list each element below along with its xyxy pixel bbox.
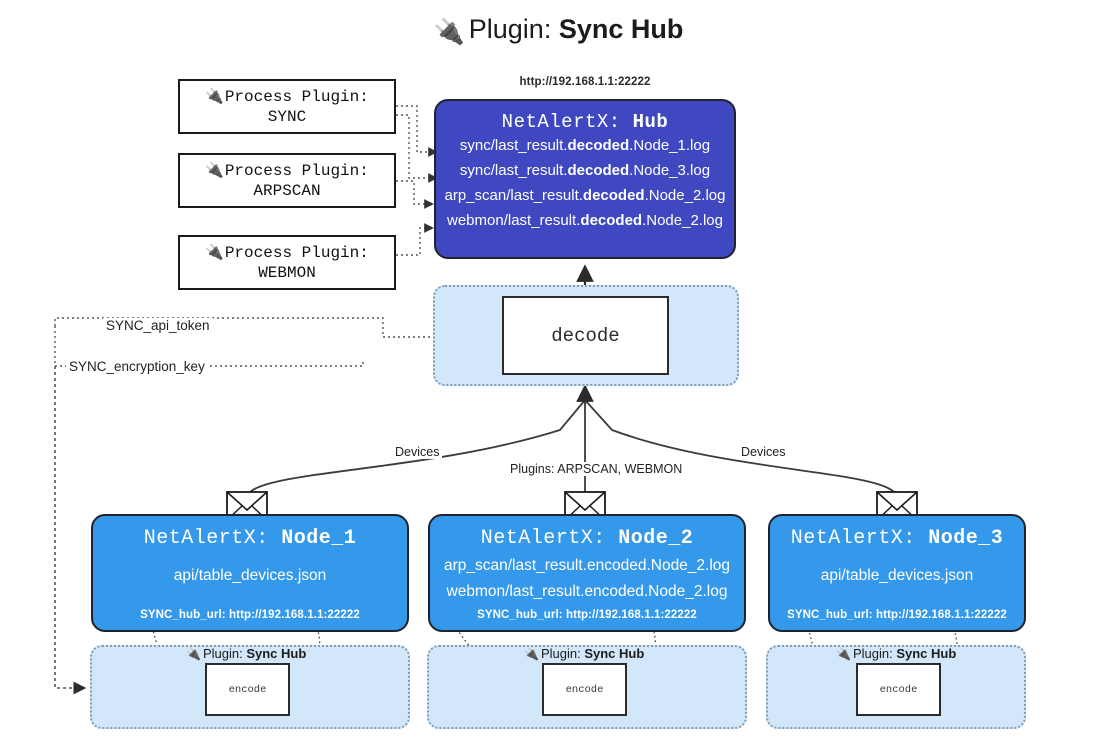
encode-box-node1[interactable]: encode xyxy=(205,663,290,716)
node-box-node3[interactable]: NetAlertX: Node_3 api/table_devices.json… xyxy=(768,514,1026,632)
plug-icon: 🔌 xyxy=(433,18,465,46)
node-log-line: arp_scan/last_result.encoded.Node_2.log xyxy=(443,557,731,574)
edge-label-devices-left: Devices xyxy=(392,445,443,459)
plug-icon: 🔌 xyxy=(205,86,224,105)
title-name: Sync Hub xyxy=(558,14,684,44)
plug-icon: 🔌 xyxy=(205,160,224,179)
hub-log-line: arp_scan/last_result.decoded.Node_2.log xyxy=(444,187,726,204)
node-title: NetAlertX: Node_1 xyxy=(143,527,357,550)
plug-icon: 🔌 xyxy=(205,242,224,261)
node-box-node2[interactable]: NetAlertX: Node_2 arp_scan/last_result.e… xyxy=(428,514,746,632)
edge-label-plugins: Plugins: ARPSCAN, WEBMON xyxy=(507,462,686,476)
edge-label-encryption-key: SYNC_encryption_key xyxy=(66,359,208,374)
hub-title-prefix: NetAlertX: xyxy=(501,111,621,133)
process-plugin-arpscan-box[interactable]: 🔌Process Plugin: ARPSCAN xyxy=(178,153,396,208)
hub-url-label: http://192.168.1.1:22222 xyxy=(519,76,651,88)
node-hub-url: SYNC_hub_url: http://192.168.1.1:22222 xyxy=(477,609,697,621)
edge-label-api-token: SYNC_api_token xyxy=(103,318,213,333)
decode-box[interactable]: decode xyxy=(502,296,669,375)
process-plugin-name: WEBMON xyxy=(258,263,316,282)
edge-sync-to-hub-2 xyxy=(396,114,438,183)
edge-sync-to-hub-1 xyxy=(396,105,438,157)
process-plugin-label: Process Plugin: xyxy=(224,87,369,106)
node-title: NetAlertX: Node_3 xyxy=(790,527,1004,550)
plugin-label-node2: 🔌Plugin: Sync Hub xyxy=(524,646,645,661)
encode-box-node3[interactable]: encode xyxy=(856,663,941,716)
node-log-line: api/table_devices.json xyxy=(820,567,974,584)
node-box-node1[interactable]: NetAlertX: Node_1 api/table_devices.json… xyxy=(91,514,409,632)
hub-log-line: sync/last_result.decoded.Node_3.log xyxy=(459,162,711,179)
process-plugin-sync-box[interactable]: 🔌Process Plugin: SYNC xyxy=(178,79,396,134)
node-hub-url: SYNC_hub_url: http://192.168.1.1:22222 xyxy=(787,609,1007,621)
edge-encryption-key-to-plugins xyxy=(54,366,87,695)
process-plugin-label: Process Plugin: xyxy=(224,161,369,180)
node-hub-url: SYNC_hub_url: http://192.168.1.1:22222 xyxy=(140,609,360,621)
node-log-line: webmon/last_result.encoded.Node_2.log xyxy=(446,583,728,600)
process-plugin-label: Process Plugin: xyxy=(224,243,369,262)
page-title: 🔌Plugin: Sync Hub xyxy=(0,14,1117,47)
hub-log-line: sync/last_result.decoded.Node_1.log xyxy=(459,137,711,154)
hub-box[interactable]: NetAlertX: Hub sync/last_result.decoded.… xyxy=(434,99,736,259)
title-prefix: Plugin: xyxy=(468,14,552,44)
process-plugin-name: SYNC xyxy=(267,107,307,126)
process-plugin-webmon-box[interactable]: 🔌Process Plugin: WEBMON xyxy=(178,235,396,290)
hub-title: NetAlertX: Hub xyxy=(436,111,734,133)
encode-box-node2[interactable]: encode xyxy=(542,663,627,716)
hub-title-name: Hub xyxy=(632,111,669,133)
edge-webmon-to-hub xyxy=(396,223,434,256)
edge-label-devices-right: Devices xyxy=(738,445,789,459)
plugin-label-node3: 🔌Plugin: Sync Hub xyxy=(836,646,957,661)
node-log-line: api/table_devices.json xyxy=(173,567,327,584)
process-plugin-name: ARPSCAN xyxy=(253,181,321,200)
edge-arpscan-to-hub xyxy=(396,180,434,209)
plug-icon: 🔌 xyxy=(186,647,201,661)
node-title: NetAlertX: Node_2 xyxy=(480,527,694,550)
plugin-label-node1: 🔌Plugin: Sync Hub xyxy=(186,646,307,661)
plug-icon: 🔌 xyxy=(836,647,851,661)
hub-log-line: webmon/last_result.decoded.Node_2.log xyxy=(447,212,723,229)
plug-icon: 🔌 xyxy=(524,647,539,661)
